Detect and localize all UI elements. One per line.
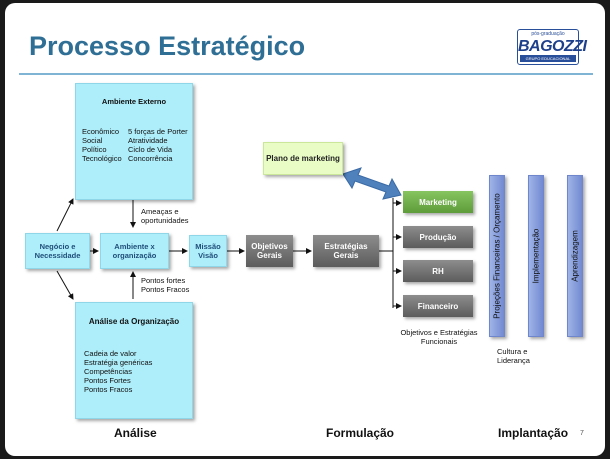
logo-tagline: pós-graduação xyxy=(531,31,565,37)
function-marketing-box: Marketing xyxy=(403,191,473,213)
external-item: Econômico xyxy=(82,127,120,136)
function-finance-box: Financeiro xyxy=(403,295,473,317)
general-strategies-box: Estratégias Gerais xyxy=(313,235,379,267)
page-title: Processo Estratégico xyxy=(29,31,306,61)
environment-vs-org-box: Ambiente x organização xyxy=(100,233,169,269)
functional-objectives-label: Objetivos e Estratégias Funcionais xyxy=(400,328,478,346)
external-left-list: Econômico Social Político Tecnológico xyxy=(82,127,122,163)
external-item: Atratividade xyxy=(128,136,168,145)
external-item: Social xyxy=(82,136,103,145)
threats-label: Ameaças e oportunidades xyxy=(141,207,189,225)
org-analysis-item: Estratégia genéricas xyxy=(84,358,153,367)
org-analysis-item: Competências xyxy=(84,367,132,376)
connector-lines xyxy=(56,167,402,309)
function-production-box: Produção xyxy=(403,226,473,248)
slide: Processo Estratégico pós-graduação BAGOZ… xyxy=(5,3,605,456)
footer-formulation: Formulação xyxy=(326,426,395,440)
footer-analysis: Análise xyxy=(114,426,157,440)
footer-implementation: Implantação xyxy=(498,426,569,440)
external-item: 5 forças de Porter xyxy=(128,127,188,136)
org-analysis-item: Pontos Fortes xyxy=(84,376,131,385)
marketing-plan-box: Plano de marketing xyxy=(263,142,343,175)
external-item: Tecnológico xyxy=(82,154,122,163)
learning-label: Aprendizagem xyxy=(570,230,580,282)
logo-wordmark: BAGOZZI xyxy=(518,38,587,55)
implementation-bar: Implementação xyxy=(528,175,544,337)
external-environment-box: Ambiente Externo Econômico Social Políti… xyxy=(75,83,193,200)
org-analysis-list: Cadeia de valor Estratégia genéricas Com… xyxy=(84,349,152,394)
org-analysis-box: Análise da Organização Cadeia de valor E… xyxy=(75,302,193,419)
logo-bar: GRUPO EDUCACIONAL xyxy=(520,55,576,62)
org-analysis-item: Pontos Fracos xyxy=(84,385,133,394)
function-hr-box: RH xyxy=(403,260,473,282)
financial-projections-bar: Projeções Financeiras / Orçamento xyxy=(489,175,505,337)
strengths-label: Pontos fortes Pontos Fracos xyxy=(141,276,190,294)
business-need-box: Negócio e Necessidade xyxy=(25,233,90,269)
org-analysis-heading: Análise da Organização xyxy=(88,317,180,326)
external-item: Político xyxy=(82,145,107,154)
culture-leadership-label: Cultura e Liderança xyxy=(497,347,530,365)
mission-vision-box: Missão Visão xyxy=(189,235,227,267)
general-objectives-box: Objetivos Gerais xyxy=(246,235,293,267)
external-right-list: 5 forças de Porter Atratividade Ciclo de… xyxy=(128,127,188,163)
org-analysis-item: Cadeia de valor xyxy=(84,349,137,358)
learning-bar: Aprendizagem xyxy=(567,175,583,337)
double-arrow xyxy=(342,167,402,200)
external-item: Concorrência xyxy=(128,154,173,163)
bagozzi-logo: pós-graduação BAGOZZI GRUPO EDUCACIONAL xyxy=(517,29,587,65)
title-divider xyxy=(19,73,593,75)
financial-projections-label: Projeções Financeiras / Orçamento xyxy=(492,193,502,319)
external-environment-heading: Ambiente Externo xyxy=(101,97,167,106)
external-item: Ciclo de Vida xyxy=(128,145,173,154)
page-number: 7 xyxy=(580,430,584,437)
implementation-label: Implementação xyxy=(531,228,541,284)
